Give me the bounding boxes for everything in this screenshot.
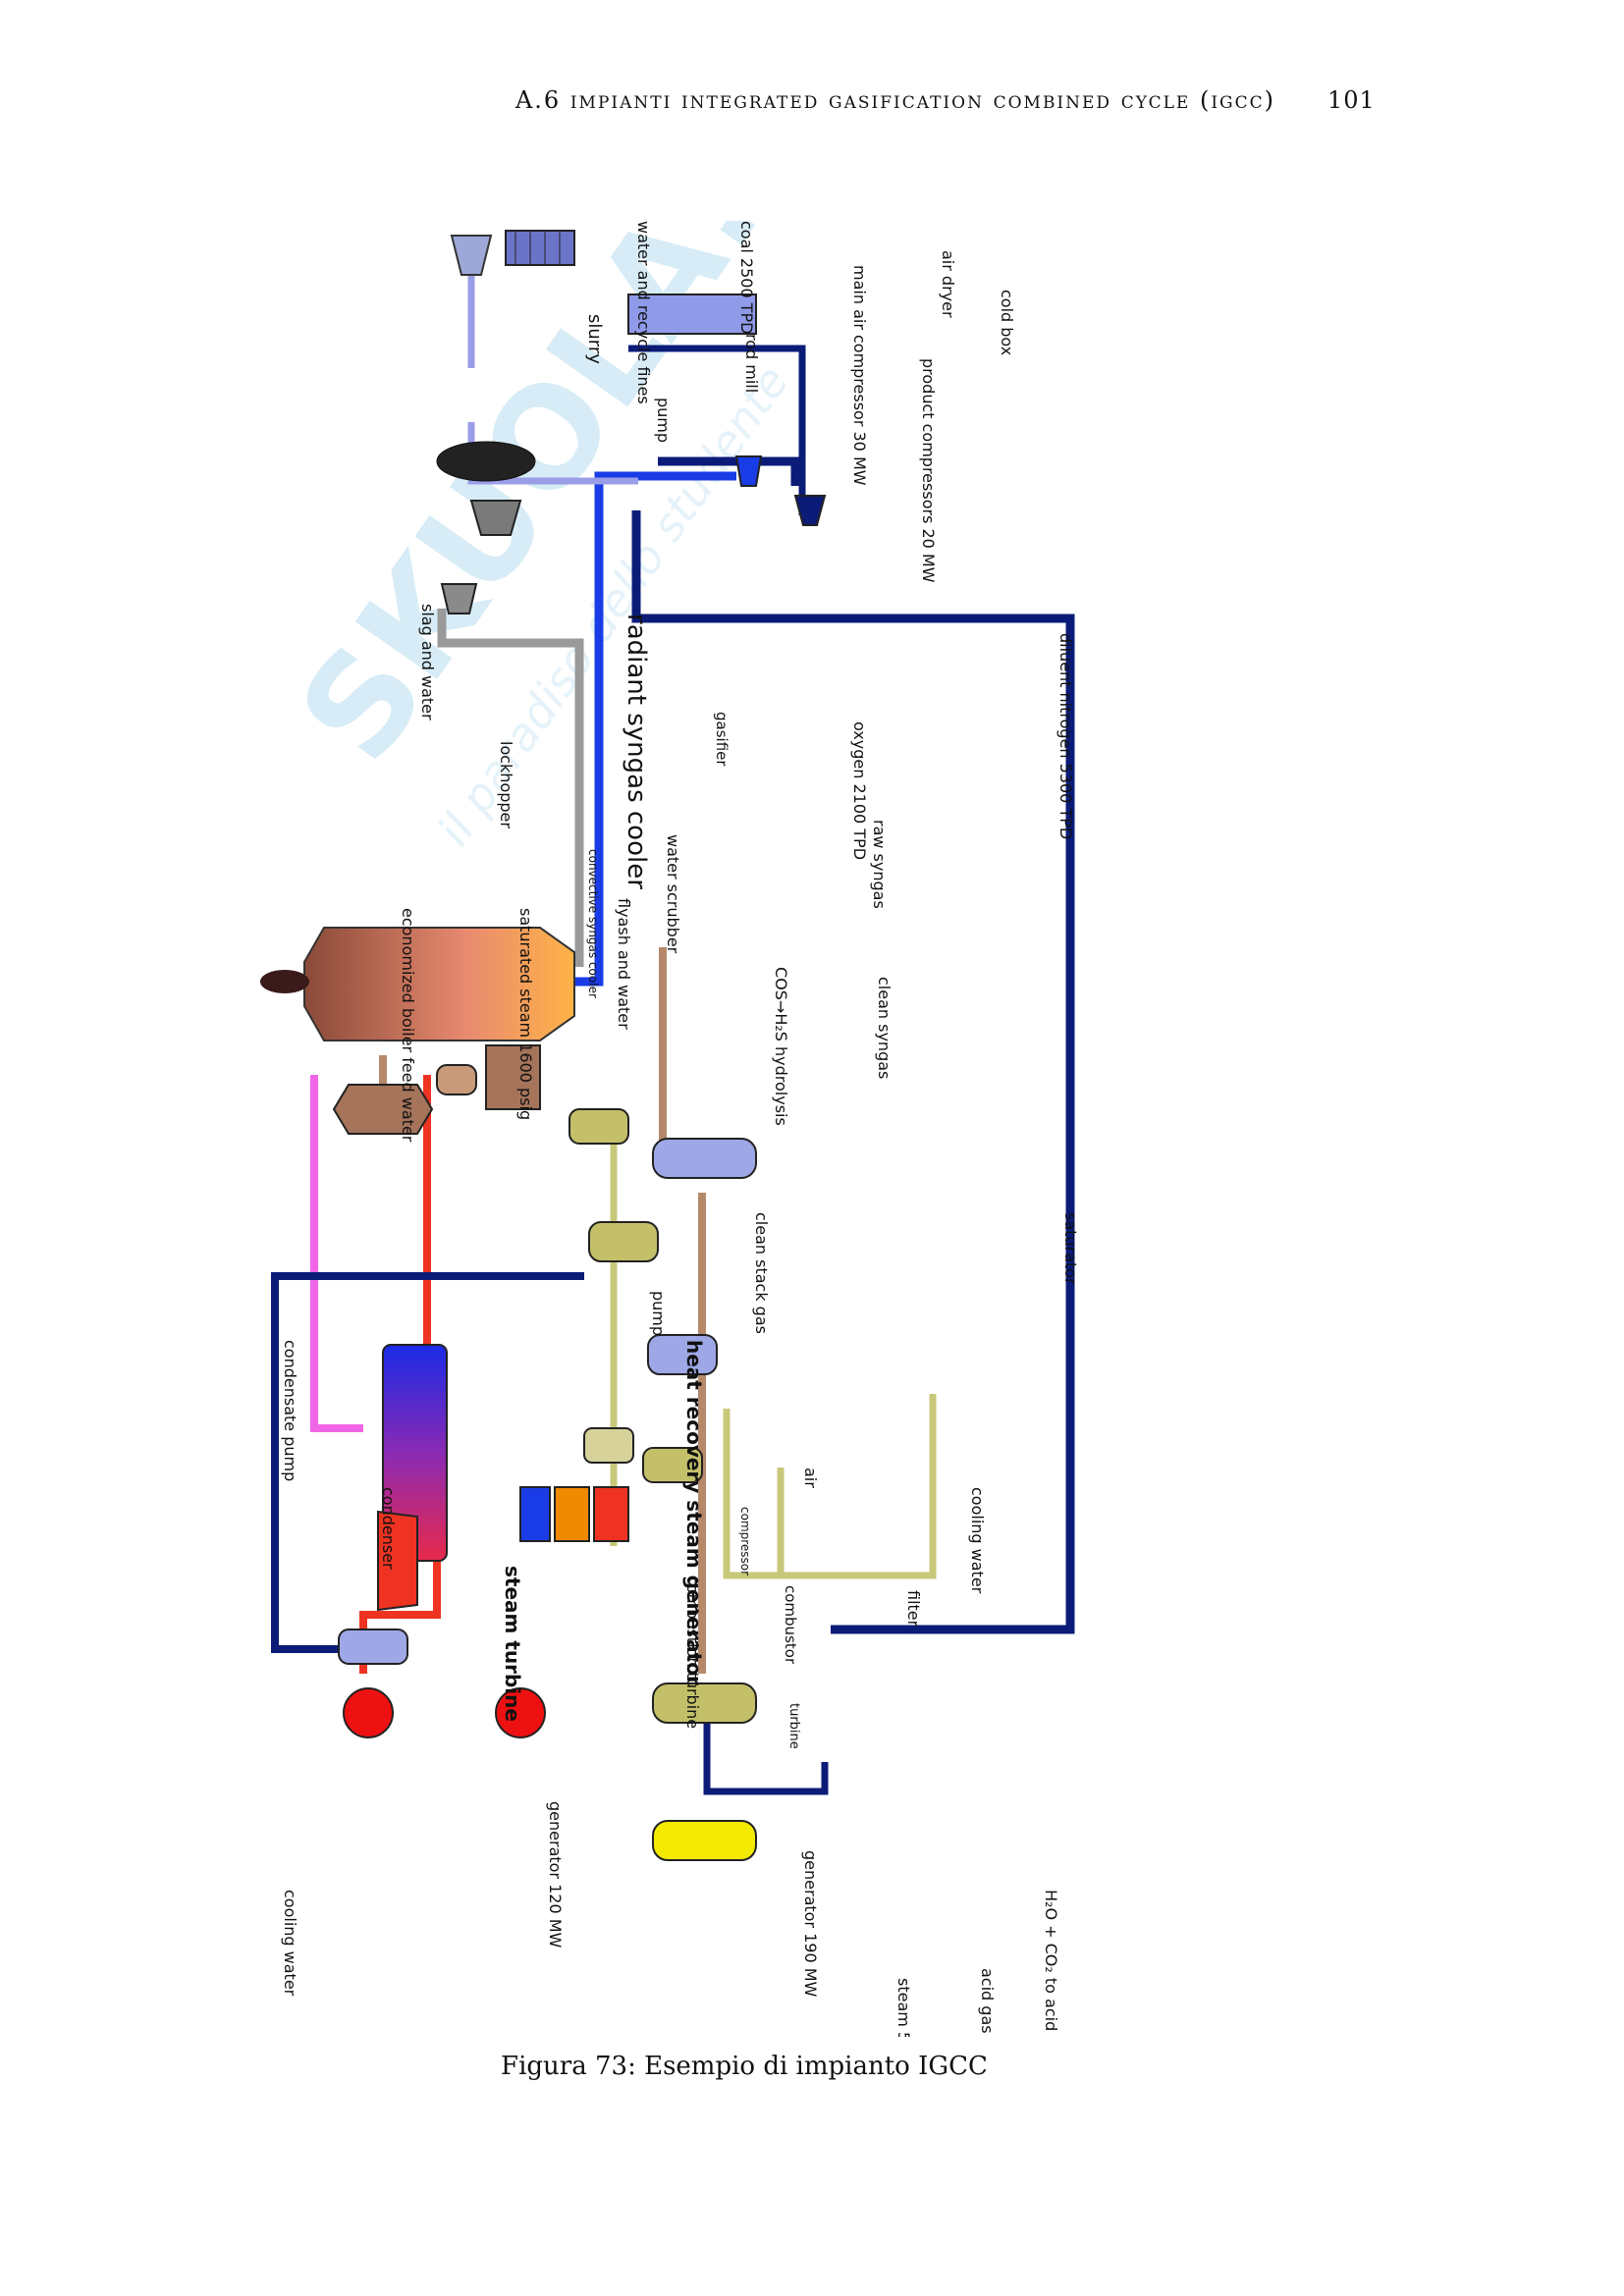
label-acid-gas-removal: acid gas removal <box>978 1968 997 2037</box>
label-raw-syngas: raw syngas <box>870 820 889 909</box>
syngas-exchanger-3 <box>647 1334 718 1375</box>
label-water-recycle-fines: water and recycle fines <box>634 221 653 404</box>
label-slag-and-water: slag and water <box>418 604 437 721</box>
nitrogen-compressor <box>793 495 827 526</box>
pipe-condensate <box>271 1272 584 1653</box>
label-generator-190: generator 190 MW <box>801 1850 820 1998</box>
saturator-vessel <box>652 1138 757 1179</box>
label-pump: pump <box>654 398 673 443</box>
air-dryer <box>505 230 575 266</box>
figure-caption: Figura 73: Esempio di impianto IGCC <box>501 2052 988 2081</box>
label-product-compressors: product compressors 20 MW <box>919 358 938 583</box>
running-head: A.6 impianti integrated gasification com… <box>0 86 1624 116</box>
label-diluent-nitrogen: diluent nitrogen 5300 TPD <box>1056 633 1075 839</box>
igcc-diagram: SKUOLA.net il paradiso dello studente <box>260 221 1080 2037</box>
lockhopper-vessel <box>260 970 309 993</box>
label-filter: filter <box>904 1590 923 1628</box>
syngas-exchanger-1 <box>568 1108 629 1145</box>
pipe-nitrogen-cold-box <box>628 345 806 515</box>
water-scrubber <box>436 1064 477 1095</box>
cold-box <box>627 294 757 335</box>
convective-syngas-cooler <box>332 1084 434 1135</box>
label-condenser: condenser <box>379 1487 398 1570</box>
label-combustion-turbine: combustion turbine <box>683 1575 702 1729</box>
label-lockhopper: lockhopper <box>497 741 515 828</box>
label-steam-55: steam 55 psig <box>894 1978 913 2037</box>
label-combustor: combustor <box>782 1585 799 1665</box>
label-condensate-pump: condensate pump <box>281 1340 299 1481</box>
label-economized-bfw: economized boiler feed water <box>399 908 417 1143</box>
page-number: 101 <box>1327 86 1376 114</box>
label-cold-box: cold box <box>998 290 1016 355</box>
generator-120 <box>343 1687 394 1738</box>
label-h2o-co2: H₂O + CO₂ to acid plant <box>1042 1890 1060 2037</box>
pipe-air <box>467 268 638 485</box>
steam-turbine-unit <box>377 1510 418 1612</box>
filter-unit <box>583 1427 634 1464</box>
label-water-scrubber: water scrubber <box>664 834 682 954</box>
syngas-exchanger-4 <box>642 1447 703 1483</box>
label-saturated-steam: saturated steam 1600 psig <box>516 908 535 1120</box>
pipe-raw-syngas <box>379 947 706 1674</box>
acid-gas-stripper <box>652 1820 757 1861</box>
label-slurry: slurry <box>584 314 605 364</box>
slurry-pump <box>440 583 478 614</box>
running-head-title: A.6 impianti integrated gasification com… <box>514 86 1275 114</box>
label-cos-hydrolysis: COS→H₂S hydrolysis <box>772 967 790 1126</box>
label-oxygen: oxygen 2100 TPD <box>850 721 869 860</box>
rod-mill <box>436 441 536 482</box>
label-rod-mill: rod mill <box>742 334 761 393</box>
label-main-air-compressor: main air compressor 30 MW <box>850 265 869 486</box>
label-cooling-water-1: cooling water <box>968 1487 987 1594</box>
pipe-clean-syngas <box>610 1129 937 1579</box>
product-compressor <box>734 455 763 487</box>
label-coal: coal 2500 TPD <box>737 221 756 334</box>
label-saturator: saturator <box>1061 1212 1080 1285</box>
pipe-boiler-feed <box>310 1075 363 1432</box>
pipe-oxygen <box>574 471 736 987</box>
label-compressor: compressor <box>738 1507 752 1575</box>
generator-190 <box>495 1687 546 1738</box>
label-gasifier: gasifier <box>713 712 731 767</box>
acid-gas-absorber <box>652 1682 757 1724</box>
label-pump-hrsg: pump <box>649 1291 668 1336</box>
pipe-slurry <box>437 609 584 967</box>
label-flyash-and-water: flyash and water <box>615 898 633 1030</box>
watermark-brand: SKUOLA.net <box>269 221 938 790</box>
label-generator-120: generator 120 MW <box>546 1801 565 1949</box>
label-air: air <box>801 1468 820 1488</box>
condenser-unit <box>338 1629 408 1665</box>
label-turbine: turbine <box>786 1703 801 1749</box>
label-steam-turbine: steam turbine <box>501 1566 524 1722</box>
label-clean-syngas: clean syngas <box>875 977 893 1079</box>
label-convective-syngas-cooler: convective syngas cooler <box>586 849 600 998</box>
cos-hydrolysis-unit <box>485 1044 541 1110</box>
label-cooling-water-2: cooling water <box>281 1890 299 1997</box>
label-radiant-syngas-cooler: radiant syngas cooler <box>622 614 651 889</box>
label-clean-stack-gas: clean stack gas <box>752 1212 771 1334</box>
pipe-diluent-nitrogen <box>631 456 1075 1634</box>
label-hrsg: heat recovery steam generator <box>682 1340 706 1685</box>
main-air-compressor <box>450 235 493 276</box>
diagram-labels: air dryer main air compressor 30 MW cold… <box>281 221 1080 2037</box>
label-air-dryer: air dryer <box>939 250 957 318</box>
combustion-turbine-unit <box>519 1486 629 1542</box>
slurry-tank <box>469 500 522 536</box>
syngas-exchanger-2 <box>588 1221 659 1262</box>
